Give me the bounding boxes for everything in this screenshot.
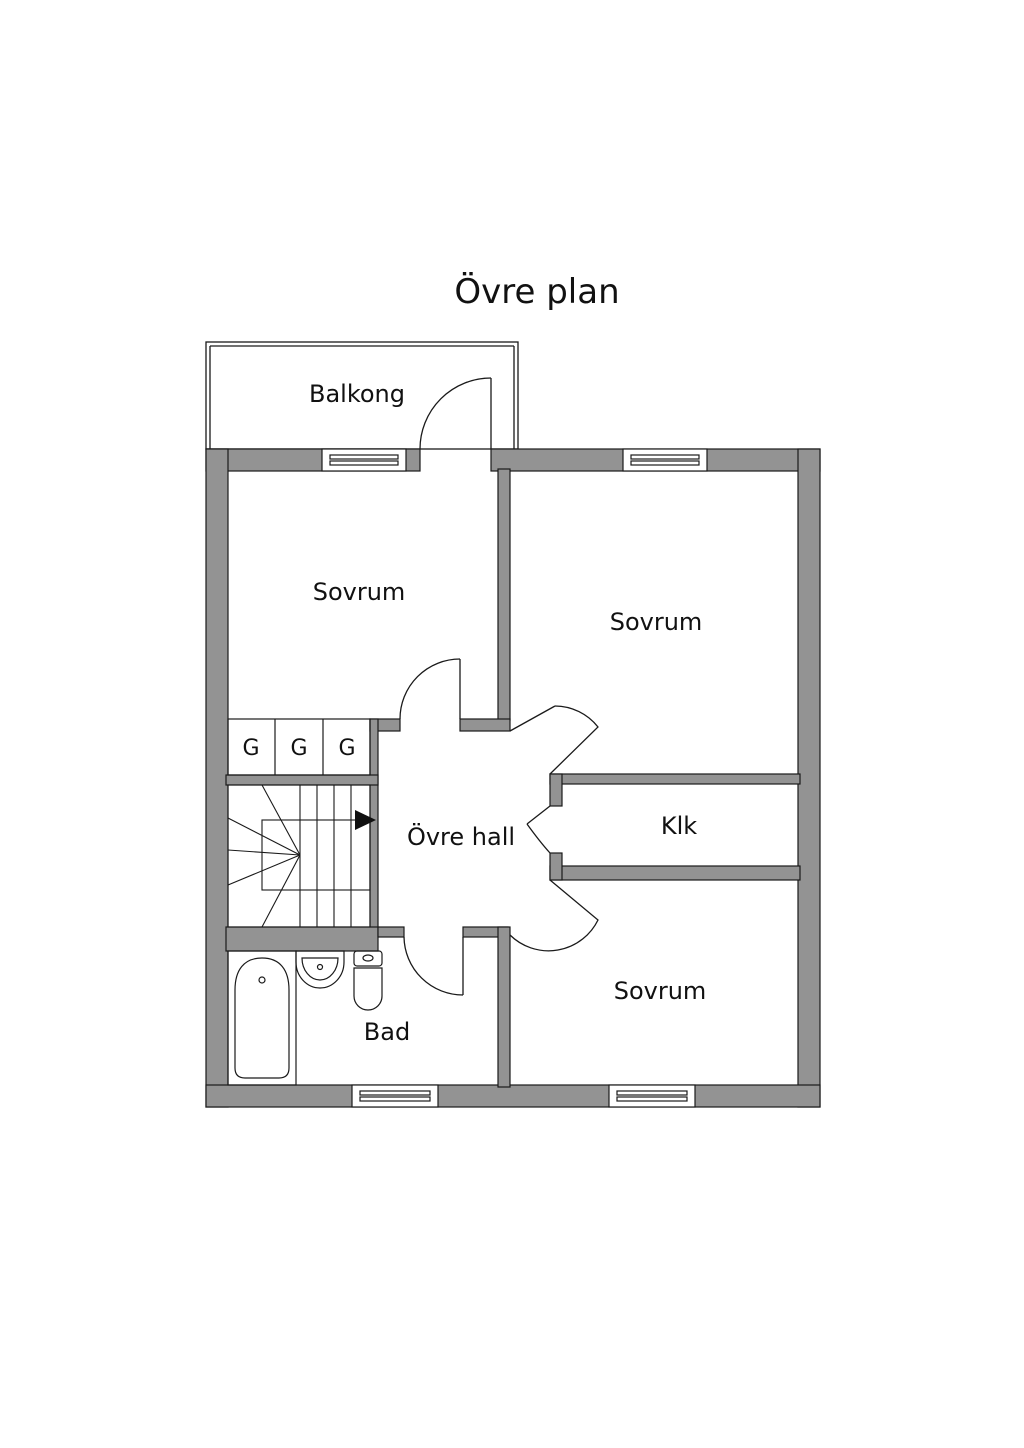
window-ne: [622, 448, 708, 472]
room-label-bad: Bad: [364, 1018, 410, 1046]
windows: [321, 448, 708, 1108]
room-label-sovrum-se: Sovrum: [614, 977, 707, 1005]
window-nw: [321, 448, 407, 472]
door-sovrum-ne: [509, 705, 599, 775]
room-label-sovrum-ne: Sovrum: [610, 608, 703, 636]
walls: [205, 448, 821, 1108]
room-label-klk: Klk: [661, 812, 697, 840]
bathtub-icon: [227, 950, 297, 1086]
wardrobe-label-1: G: [242, 736, 259, 761]
room-label-balkong: Balkong: [309, 380, 405, 408]
doors: [399, 377, 599, 996]
room-label-sovrum-nw: Sovrum: [313, 578, 406, 606]
staircase: [227, 784, 371, 928]
room-label-ovre-hall: Övre hall: [407, 822, 515, 851]
wardrobe-label-2: G: [290, 736, 307, 761]
door-bad: [403, 936, 464, 996]
sink-icon: [295, 950, 345, 989]
window-bad: [351, 1084, 439, 1108]
window-se: [608, 1084, 696, 1108]
door-sovrum-se: [509, 879, 599, 952]
wardrobes: [227, 718, 371, 776]
toilet-icon: [353, 950, 383, 1011]
wardrobe-label-3: G: [338, 736, 355, 761]
door-sovrum-nw: [399, 658, 461, 720]
stair-arrow-icon: [355, 810, 376, 830]
door-klk: [526, 805, 551, 854]
door-balcony: [419, 377, 492, 450]
plan-title: Övre plan: [454, 271, 619, 312]
